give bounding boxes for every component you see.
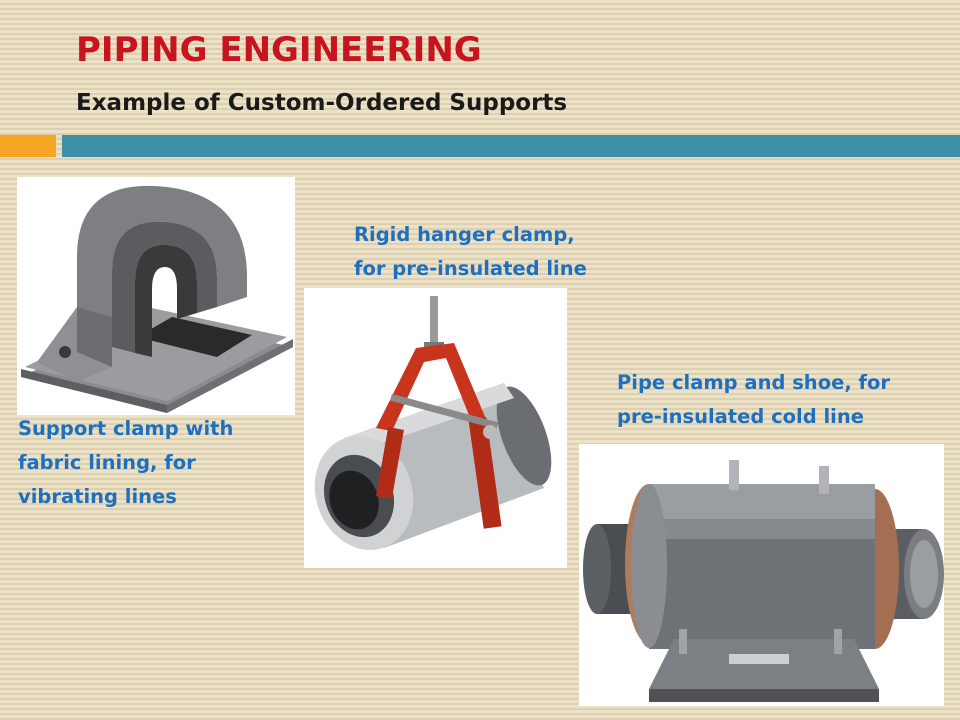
caption-line: for pre-insulated line xyxy=(354,257,587,280)
support-clamp-photo xyxy=(17,177,295,415)
caption-line: Rigid hanger clamp, xyxy=(354,223,575,246)
hanger-clamp-caption: Rigid hanger clamp, for pre-insulated li… xyxy=(354,218,587,286)
caption-line: vibrating lines xyxy=(18,485,177,508)
accent-bar xyxy=(0,135,56,157)
caption-line: fabric lining, for xyxy=(18,451,196,474)
caption-line: Support clamp with xyxy=(18,417,234,440)
caption-line: pre-insulated cold line xyxy=(617,405,864,428)
caption-line: Pipe clamp and shoe, for xyxy=(617,371,891,394)
support-clamp-caption: Support clamp with fabric lining, for vi… xyxy=(18,412,233,514)
pipe-clamp-shoe-photo xyxy=(579,444,944,706)
slide-title: PIPING ENGINEERING xyxy=(76,30,482,70)
slide-subtitle: Example of Custom-Ordered Supports xyxy=(76,90,568,116)
hanger-clamp-photo xyxy=(304,288,567,568)
title-divider-bar xyxy=(62,135,960,157)
pipe-clamp-shoe-caption: Pipe clamp and shoe, for pre-insulated c… xyxy=(617,366,890,434)
